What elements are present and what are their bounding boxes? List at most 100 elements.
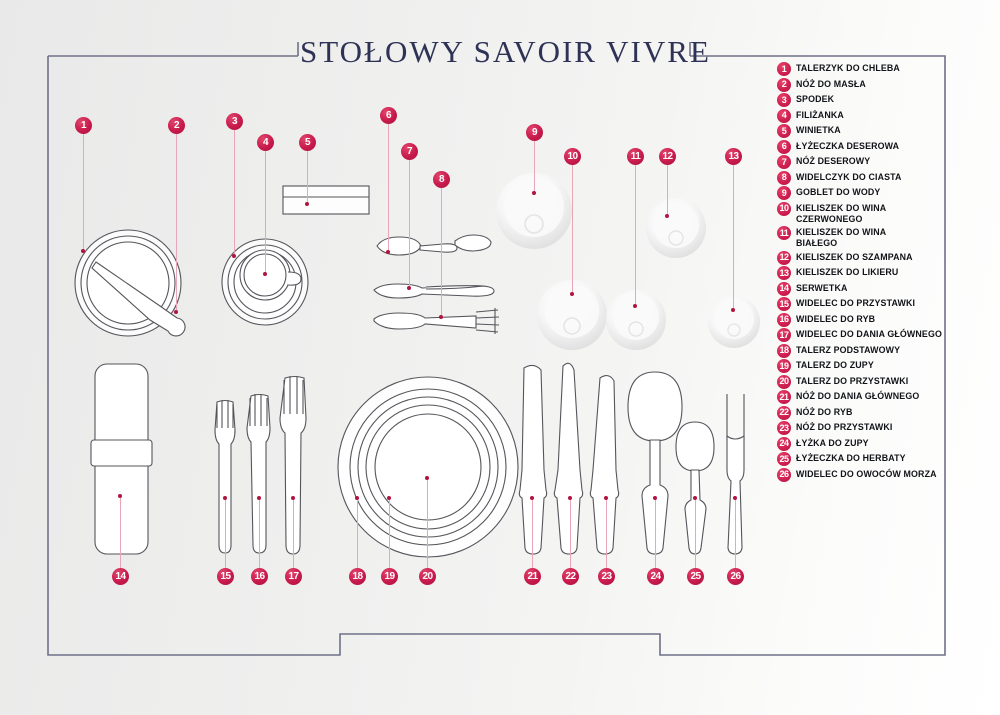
legend-badge-icon: 12 — [777, 250, 791, 265]
legend-badge-icon: 25 — [777, 452, 791, 466]
cake-fork-art — [373, 308, 500, 334]
legend-badge-icon: 8 — [777, 170, 791, 185]
legend-item[interactable]: 9 GOBLET DO WODY — [777, 186, 962, 200]
legend-item-label: SPODEK — [796, 94, 835, 105]
legend-item-label: WIDELEC DO DANIA GŁÓWNEGO — [796, 329, 942, 340]
callout-leader-line — [386, 115, 390, 253]
callout-leader-line — [305, 142, 309, 205]
tea-spoon-art — [675, 421, 715, 555]
callout-marker-soup-plate[interactable]: 19 — [381, 568, 398, 585]
legend-item-label: NÓŻ DESEROWY — [796, 156, 871, 167]
legend-item[interactable]: 17 WIDELEC DO DANIA GŁÓWNEGO — [777, 328, 962, 342]
callout-marker-champagne-glass[interactable]: 12 — [659, 148, 676, 165]
legend-item-label: TALERZ DO PRZYSTAWKI — [796, 375, 909, 387]
callout-marker-tea-spoon[interactable]: 25 — [687, 568, 704, 585]
callout-marker-main-course-fork[interactable]: 17 — [285, 568, 302, 585]
legend-badge-icon: 3 — [777, 93, 791, 107]
legend-item-label: KIELISZEK DO LIKIERU — [796, 267, 899, 278]
legend-item-label: NÓŻ DO RYB — [796, 406, 853, 418]
callout-marker-cup[interactable]: 4 — [257, 134, 274, 151]
legend-item-label: WIDELEC DO PRZYSTAWKI — [796, 298, 916, 309]
legend-item-label: NÓŻ DO PRZYSTAWKI — [796, 422, 893, 433]
legend-item[interactable]: 20 TALERZ DO PRZYSTAWKI — [777, 374, 962, 389]
callout-marker-napkin[interactable]: 14 — [112, 568, 129, 585]
callout-marker-main-course-knife[interactable]: 21 — [524, 568, 541, 585]
legend-badge-icon: 9 — [777, 186, 791, 200]
callout-marker-place-card[interactable]: 5 — [299, 134, 316, 151]
callout-leader-line — [81, 125, 85, 252]
plates-art — [337, 376, 519, 558]
legend-badge-icon: 15 — [777, 297, 791, 311]
callout-marker-appetizer-plate[interactable]: 20 — [419, 568, 436, 585]
callout-marker-fish-fork[interactable]: 16 — [251, 568, 268, 585]
callout-marker-appetizer-knife[interactable]: 23 — [598, 568, 615, 585]
callout-marker-soup-spoon[interactable]: 24 — [647, 568, 664, 585]
callout-marker-water-goblet[interactable]: 9 — [526, 124, 543, 141]
callout-leader-line — [665, 156, 669, 217]
callout-marker-liqueur-glass[interactable]: 13 — [725, 148, 742, 165]
legend-badge-icon: 2 — [777, 77, 791, 92]
callout-marker-appetizer-fork[interactable]: 15 — [217, 568, 234, 585]
legend-badge-icon: 19 — [777, 359, 791, 373]
legend-item[interactable]: 5 WINIETKA — [777, 124, 962, 138]
legend-badge-icon: 6 — [777, 139, 791, 154]
legend-item-label: GOBLET DO WODY — [796, 187, 881, 198]
page-title: STOŁOWY SAVOIR VIVRE — [300, 34, 711, 69]
legend-item[interactable]: 11 KIELISZEK DO WINA BIAŁEGO — [777, 226, 962, 249]
dessert-spoon-art — [376, 234, 492, 256]
callout-marker-bread-plate[interactable]: 1 — [75, 117, 92, 134]
legend-badge-icon: 16 — [777, 312, 791, 327]
legend-badge-icon: 5 — [777, 124, 791, 138]
callout-marker-butter-knife[interactable]: 2 — [168, 117, 185, 134]
callout-leader-line — [425, 475, 429, 577]
callout-leader-line — [530, 495, 534, 577]
callout-marker-dessert-spoon[interactable]: 6 — [380, 107, 397, 124]
legend-item[interactable]: 3 SPODEK — [777, 93, 962, 107]
callout-leader-line — [223, 495, 227, 577]
legend-item-label: KIELISZEK DO WINA BIAŁEGO — [796, 227, 887, 249]
callout-marker-seafood-fork[interactable]: 26 — [727, 568, 744, 585]
seafood-fork-art — [726, 394, 745, 555]
legend-badge-icon: 4 — [777, 108, 791, 123]
callout-leader-line — [291, 495, 295, 577]
legend-item-label: WINIETKA — [796, 125, 841, 136]
callout-marker-red-wine-glass[interactable]: 10 — [564, 148, 581, 165]
callout-marker-fish-knife[interactable]: 22 — [562, 568, 579, 585]
napkin-art — [90, 363, 153, 555]
callout-marker-charger-plate[interactable]: 18 — [349, 568, 366, 585]
callout-marker-white-wine-glass[interactable]: 11 — [627, 148, 644, 165]
legend-badge-icon: 20 — [777, 374, 791, 389]
dessert-knife-art — [373, 283, 495, 299]
callout-marker-dessert-knife[interactable]: 7 — [401, 143, 418, 160]
legend-item-label: SERWETKA — [796, 282, 848, 294]
callout-marker-saucer[interactable]: 3 — [226, 113, 243, 130]
legend-item-label: TALERZYK DO CHLEBA — [796, 63, 900, 74]
legend-badge-icon: 22 — [777, 405, 791, 420]
legend-badge-icon: 17 — [777, 328, 791, 342]
callout-marker-cake-fork[interactable]: 8 — [433, 171, 450, 188]
legend-badge-icon: 11 — [777, 226, 791, 240]
legend-item[interactable]: 15 WIDELEC DO PRZYSTAWKI — [777, 297, 962, 311]
legend-item[interactable]: 22 NÓŻ DO RYB — [777, 405, 962, 420]
butter-knife-art — [91, 261, 186, 337]
